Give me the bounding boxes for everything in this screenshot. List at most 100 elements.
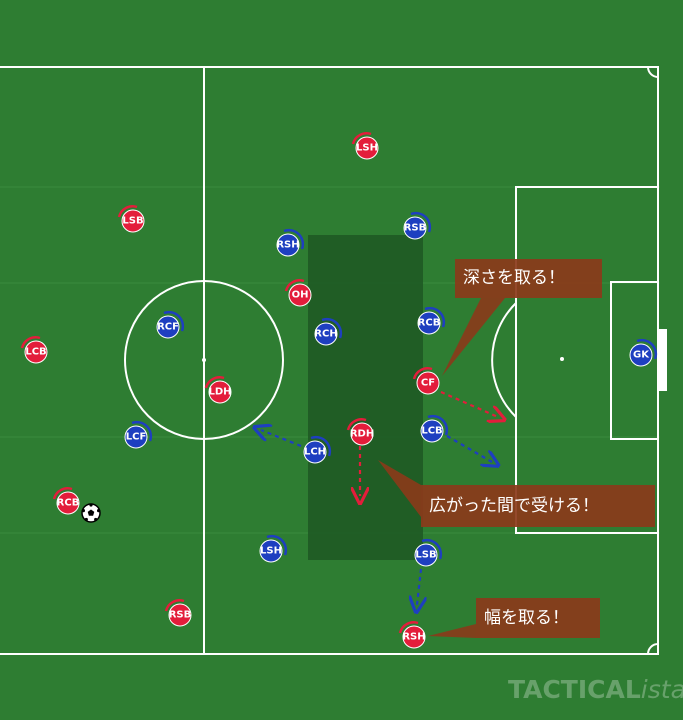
player-facing-marker: [204, 376, 225, 389]
player-red-lcb[interactable]: LCB: [20, 336, 48, 364]
watermark-italic: ista: [641, 675, 683, 704]
player-facing-marker: [52, 487, 73, 500]
player-facing-marker: [164, 599, 185, 612]
callout-box-depth: [455, 259, 602, 298]
player-facing-marker: [266, 534, 288, 556]
player-token: [402, 625, 426, 649]
player-token: [121, 209, 145, 233]
highlight-zone: [308, 235, 423, 560]
player-label: LCH: [304, 447, 326, 458]
player-label: LSH: [260, 546, 282, 557]
player-red-oh[interactable]: OH: [284, 279, 312, 307]
player-label: LSH: [356, 143, 378, 154]
player-blue-lsb[interactable]: LSB: [414, 538, 443, 567]
player-label: RCH: [314, 329, 337, 340]
soccer-ball-icon[interactable]: [81, 503, 101, 523]
player-label: RCB: [418, 318, 441, 329]
player-token: [168, 603, 192, 627]
callout-space: 広がった間で受ける！: [429, 496, 599, 516]
player-label: LSB: [122, 216, 143, 227]
red-team: LSH LSB OH LCB LDH CF: [20, 132, 440, 649]
player-facing-marker: [398, 621, 419, 634]
player-blue-rsb[interactable]: RSB: [403, 211, 432, 240]
arrow-lcb-out: [446, 435, 492, 462]
goal: [658, 329, 667, 391]
player-token: [303, 440, 327, 464]
player-token: [276, 233, 300, 257]
player-facing-marker: [346, 418, 367, 431]
player-token: [414, 543, 438, 567]
player-label: LDH: [208, 387, 231, 398]
player-red-lsh[interactable]: LSH: [351, 132, 379, 160]
callout-pointer-depth: [442, 298, 505, 376]
player-red-cf[interactable]: CF: [412, 367, 440, 395]
player-blue-lsh[interactable]: LSH: [259, 534, 288, 563]
player-token: [350, 422, 374, 446]
player-token: [403, 216, 427, 240]
player-blue-lcf[interactable]: LCF: [124, 420, 153, 449]
arrow-lch-back: [261, 430, 302, 448]
player-token: [259, 539, 283, 563]
player-token: [314, 322, 338, 346]
callout-pointer-width: [428, 624, 476, 638]
player-facing-marker: [351, 132, 372, 145]
player-label: RSB: [169, 610, 192, 621]
player-red-rsh[interactable]: RSH: [398, 621, 426, 649]
player-label: LSB: [415, 550, 436, 561]
callout-width: 幅を取る！: [484, 608, 569, 628]
callout-pointer-space: [378, 460, 421, 517]
player-label: RSB: [404, 223, 427, 234]
player-facing-marker: [131, 420, 153, 442]
player-blue-rcb[interactable]: RCB: [417, 306, 446, 335]
centre-spot: [202, 358, 206, 362]
player-blue-lcb[interactable]: LCB: [420, 414, 449, 443]
player-label: GK: [633, 350, 650, 361]
player-red-lsb[interactable]: LSB: [117, 205, 145, 233]
player-facing-marker: [424, 306, 446, 328]
watermark: TACTICALista: [508, 675, 683, 704]
arrow-lsb-down: [417, 568, 421, 605]
movement-arrows: [261, 390, 498, 605]
player-blue-rcf[interactable]: RCF: [156, 310, 185, 339]
player-token: [208, 380, 232, 404]
player-label: CF: [421, 378, 435, 389]
player-token: [124, 425, 148, 449]
player-token: [417, 311, 441, 335]
player-token: [56, 491, 80, 515]
player-blue-rch[interactable]: RCH: [314, 317, 343, 346]
player-label: RSH: [402, 632, 425, 643]
player-facing-marker: [410, 211, 432, 233]
penalty-spot: [560, 357, 564, 361]
player-blue-rsh[interactable]: RSH: [276, 228, 305, 257]
player-facing-marker: [321, 317, 343, 339]
player-token: [24, 340, 48, 364]
player-token: [355, 136, 379, 160]
penalty-arc: [491, 302, 517, 418]
watermark-main: TACTICAL: [508, 675, 641, 704]
player-red-rsb[interactable]: RSB: [164, 599, 192, 627]
player-facing-marker: [427, 414, 449, 436]
player-token: [420, 419, 444, 443]
callout-box-width: [476, 598, 600, 638]
player-label: LCB: [25, 347, 46, 358]
player-red-rdh[interactable]: RDH: [346, 418, 374, 446]
player-label: LCB: [421, 426, 442, 437]
player-label: RCB: [57, 498, 80, 509]
player-facing-marker: [310, 435, 332, 457]
player-blue-lch[interactable]: LCH: [303, 435, 332, 464]
player-facing-marker: [283, 228, 305, 250]
player-token: [629, 343, 653, 367]
centre-circle: [124, 280, 284, 440]
player-label: LCF: [126, 432, 147, 443]
player-facing-marker: [421, 538, 443, 560]
blue-team: RSB RSH RCF RCH RCB GK: [124, 211, 658, 567]
player-red-rcb[interactable]: RCB: [52, 487, 80, 515]
player-facing-marker: [284, 279, 305, 292]
player-token: [288, 283, 312, 307]
player-label: RDH: [350, 429, 374, 440]
player-red-ldh[interactable]: LDH: [204, 376, 232, 404]
player-blue-gk[interactable]: GK: [629, 338, 658, 367]
corner-arc-top: [647, 66, 659, 78]
arrow-cf-run: [440, 390, 498, 417]
